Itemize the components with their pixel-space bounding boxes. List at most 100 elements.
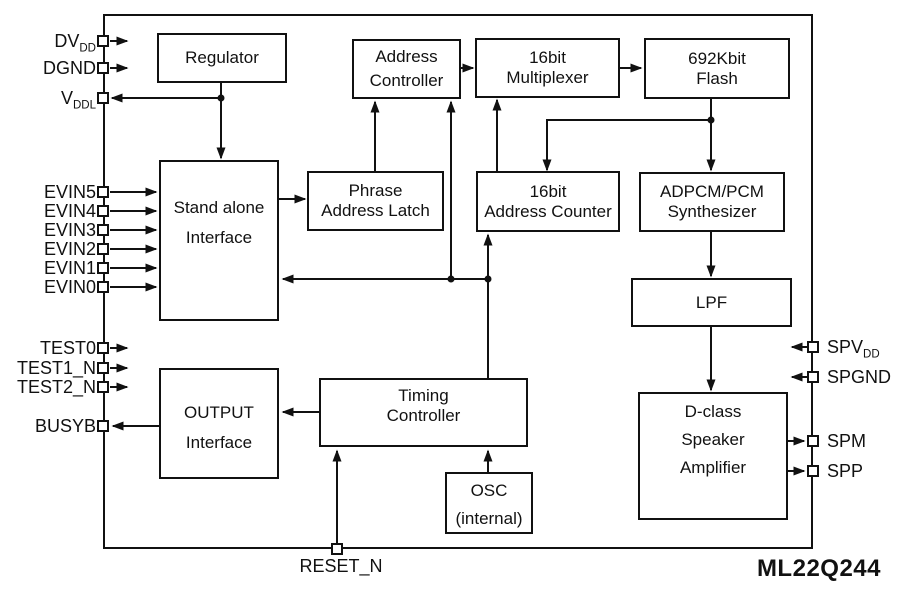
pin-evin4 — [97, 205, 109, 217]
block-adpcm-pcm-synthesizer-line2: Synthesizer — [667, 202, 757, 221]
pin-label-dgnd: DGND — [43, 58, 96, 78]
junction-dot — [707, 116, 715, 124]
pin-label-evin2-main: EVIN2 — [43, 239, 96, 259]
block-16bit-address-counter-line2: Address Counter — [484, 201, 612, 221]
chip-part-number: ML22Q244 — [756, 555, 881, 582]
pin-evin2 — [97, 243, 109, 255]
pin-label-evin1-main: EVIN1 — [43, 258, 96, 278]
pin-busyb — [97, 420, 109, 432]
pin-label-evin5-main: EVIN5 — [43, 182, 96, 202]
pin-label-spm: SPM — [827, 431, 866, 451]
pin-label-evin5: EVIN5 — [44, 182, 96, 202]
block-lpf: LPF — [631, 278, 792, 327]
pin-label-test0: TEST0 — [40, 338, 96, 358]
pin-label-spp: SPP — [827, 461, 863, 481]
pin-label-test2-n: TEST2_N — [17, 377, 96, 397]
pin-label-vddl-sub: DDL — [72, 99, 96, 112]
pin-label-busyb: BUSYB — [35, 416, 96, 436]
pin-dgnd — [97, 62, 109, 74]
block-16bit-multiplexer-line2: Multiplexer — [506, 68, 589, 87]
block-output-interface-line2: Interface — [185, 433, 253, 452]
block-phrase-address-latch-line2: Address Latch — [321, 201, 430, 220]
block-timing-controller-line1: Timing — [398, 386, 449, 405]
block-osc-internal: OSC (internal) — [445, 472, 533, 534]
pin-label-evin0: EVIN0 — [44, 277, 96, 297]
wire-flash-to-counter — [542, 119, 711, 172]
block-regulator-label: Regulator — [185, 48, 259, 67]
pin-label-vddl-main: V — [60, 88, 73, 108]
block-address-controller: Address Controller — [352, 39, 461, 99]
pin-dvdd — [97, 35, 109, 47]
block-timing-controller: Timing Controller — [319, 378, 528, 447]
pin-label-spgnd: SPGND — [827, 367, 891, 387]
pin-evin1 — [97, 262, 109, 274]
block-stand-alone-interface-line1: Stand alone — [173, 198, 265, 217]
pin-test0 — [97, 342, 109, 354]
pin-label-spvdd-main: SPV — [827, 337, 864, 357]
block-osc-internal-line1: OSC — [470, 481, 508, 500]
block-692kbit-flash-line1: 692Kbit — [688, 48, 746, 68]
pin-label-evin0-main: EVIN0 — [43, 277, 96, 297]
pin-label-spm-main: SPM — [827, 431, 867, 451]
pin-label-test1-n-main: TEST1_N — [16, 358, 96, 378]
pin-evin5 — [97, 186, 109, 198]
junction-dot — [447, 275, 455, 283]
block-d-class-speaker-amplifier: D-class Speaker Amplifier — [638, 392, 788, 520]
pin-label-evin2: EVIN2 — [44, 239, 96, 259]
pin-evin0 — [97, 281, 109, 293]
pin-spm — [807, 435, 819, 447]
pin-label-reset-n: RESET_N — [296, 556, 386, 576]
pin-label-test2-n-main: TEST2_N — [16, 377, 96, 397]
block-16bit-multiplexer: 16bit Multiplexer — [475, 38, 620, 98]
junction-dot — [484, 275, 492, 283]
junction-dot — [217, 94, 225, 102]
block-692kbit-flash: 692Kbit Flash — [644, 38, 790, 99]
block-stand-alone-interface-line2: Interface — [185, 228, 253, 247]
pin-label-dgnd-main: DGND — [43, 58, 96, 78]
pin-evin3 — [97, 224, 109, 236]
block-address-controller-line1: Address — [375, 47, 438, 66]
block-d-class-speaker-amplifier-line2: Speaker — [681, 430, 745, 449]
pin-test1-n — [97, 362, 109, 374]
block-phrase-address-latch: Phrase Address Latch — [307, 171, 444, 231]
pin-spgnd — [807, 371, 819, 383]
pin-label-test1-n: TEST1_N — [17, 358, 96, 378]
pin-label-test0-main: TEST0 — [39, 338, 96, 358]
pin-label-spp-main: SPP — [827, 461, 864, 481]
pin-label-evin3: EVIN3 — [44, 220, 96, 240]
pin-label-evin4: EVIN4 — [44, 201, 96, 221]
block-16bit-address-counter: 16bit Address Counter — [476, 171, 620, 232]
pin-label-evin4-main: EVIN4 — [43, 201, 96, 221]
block-output-interface-line1: OUTPUT — [184, 403, 254, 422]
block-osc-internal-line2: (internal) — [455, 509, 523, 528]
block-regulator: Regulator — [157, 33, 287, 83]
pin-label-evin3-main: EVIN3 — [43, 220, 96, 240]
block-stand-alone-interface: Stand alone Interface — [159, 160, 279, 321]
block-output-interface: OUTPUT Interface — [159, 368, 279, 479]
pin-label-spvdd-sub: DD — [863, 348, 880, 361]
block-16bit-address-counter-line1: 16bit — [529, 181, 567, 201]
pin-label-dvdd-sub: DD — [79, 42, 96, 55]
pin-label-spvdd: SPVDD — [827, 337, 880, 360]
block-d-class-speaker-amplifier-line3: Amplifier — [679, 458, 747, 477]
block-address-controller-line2: Controller — [369, 71, 444, 90]
pin-spvdd — [807, 341, 819, 353]
pin-label-spgnd-main: SPGND — [827, 367, 892, 387]
block-timing-controller-line2: Controller — [386, 406, 461, 425]
pin-label-vddl: VDDL — [60, 88, 96, 111]
block-lpf-label: LPF — [695, 292, 728, 312]
block-phrase-address-latch-line1: Phrase — [348, 181, 403, 200]
block-adpcm-pcm-synthesizer: ADPCM/PCM Synthesizer — [639, 172, 785, 232]
pin-reset-n — [331, 543, 343, 555]
block-16bit-multiplexer-line1: 16bit — [529, 48, 566, 67]
pin-label-evin1: EVIN1 — [44, 258, 96, 278]
block-d-class-speaker-amplifier-line1: D-class — [684, 402, 742, 421]
pin-label-dvdd-main: DV — [54, 31, 80, 51]
pin-label-dvdd: DVDD — [54, 31, 96, 54]
pin-vddl — [97, 92, 109, 104]
pin-label-busyb-main: BUSYB — [34, 416, 96, 436]
pin-test2-n — [97, 381, 109, 393]
pin-label-reset-n-main: RESET_N — [299, 556, 383, 576]
